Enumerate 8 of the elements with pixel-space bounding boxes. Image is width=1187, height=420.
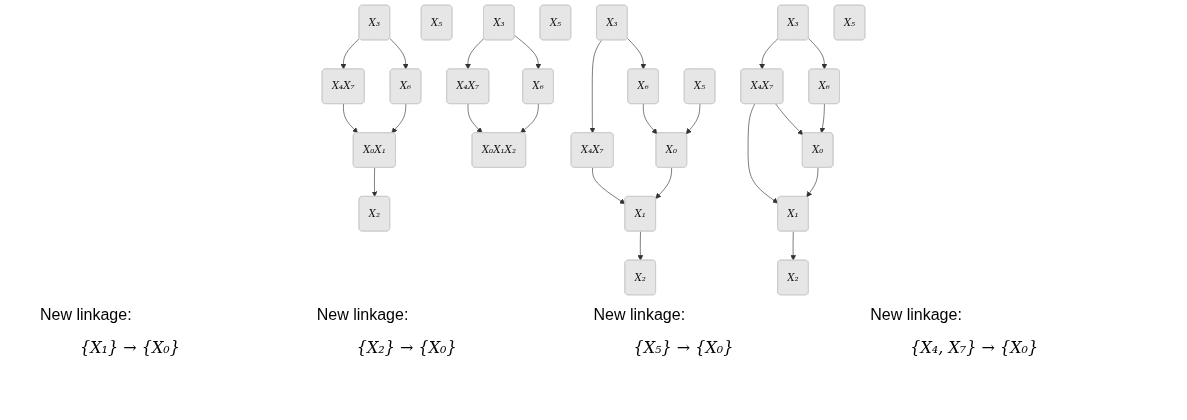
linkage-heading: New linkage: <box>40 306 133 324</box>
linkage-formula: {X₅} → {X₀} <box>632 338 735 357</box>
linkage-heading: New linkage: <box>316 306 410 324</box>
linkage-formula: {X₁} → {X₀} <box>79 338 181 357</box>
linkage-heading: New linkage: <box>593 306 687 324</box>
linkage-formula: {X₂} → {X₀} <box>355 338 458 357</box>
linkage-formula: {X₄, X₇} → {X₀} <box>909 338 1040 357</box>
linkage-heading: New linkage: <box>870 306 963 324</box>
